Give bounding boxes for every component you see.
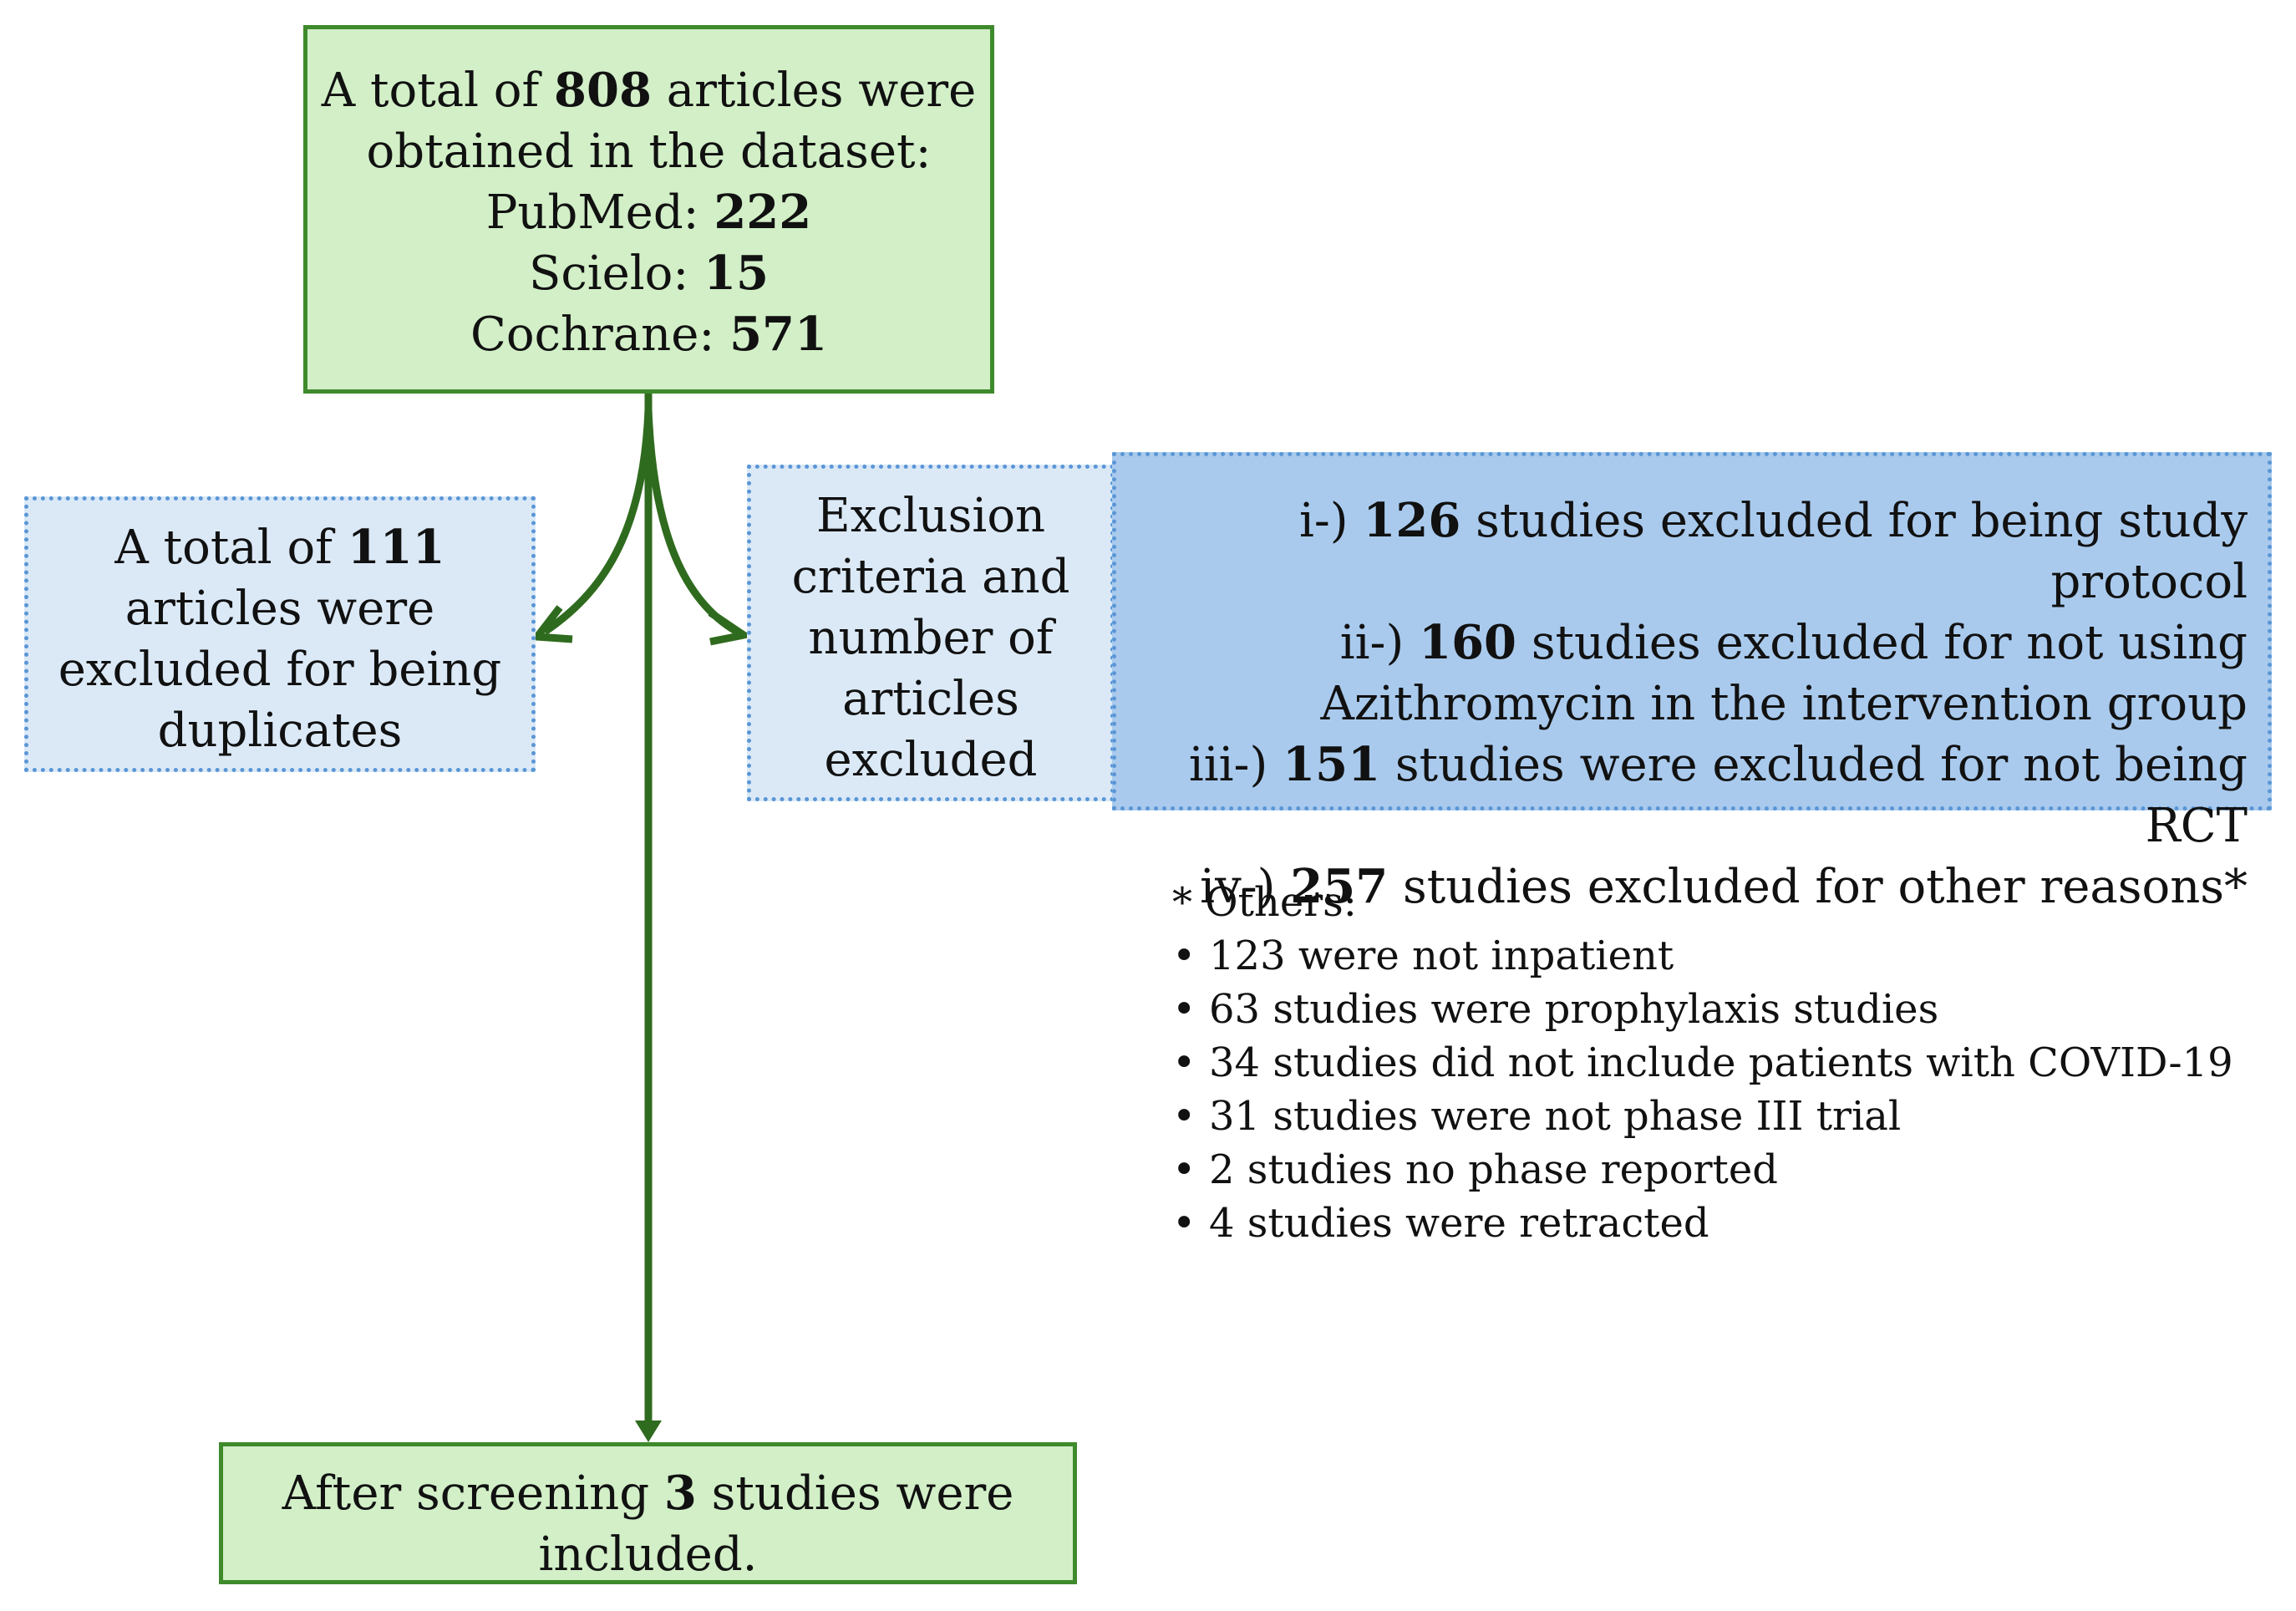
bullet-icon: •: [1172, 1039, 1196, 1086]
scielo-count: 15: [704, 246, 769, 301]
main-arrow-head: [635, 1420, 662, 1442]
duplicates-count: 111: [347, 520, 445, 575]
dataset-line: obtained in the dataset:: [366, 125, 932, 179]
cochrane-count: 571: [729, 307, 827, 362]
left-branch-arrow: [542, 409, 653, 635]
total-articles-count: 808: [554, 63, 652, 118]
list-item: •4 studies were retracted: [1172, 1197, 2233, 1250]
included-studies-box: After screening 3 studies were included.: [219, 1442, 1077, 1584]
total-articles-line: A total of 808 articles were: [321, 63, 977, 118]
list-item: •2 studies no phase reported: [1172, 1143, 2233, 1197]
pubmed-line: PubMed: 222: [485, 185, 812, 240]
list-item: •31 studies were not phase III trial: [1172, 1090, 2233, 1143]
exclusion-criteria-label-box: Exclusion criteria and number of article…: [747, 465, 1115, 801]
reason-2: ii-) 160 studies excluded for not using: [1339, 615, 2248, 670]
reason-2-continued: Azithromycin in the intervention group: [1320, 677, 2248, 731]
scielo-line: Scielo: 15: [528, 246, 769, 301]
duplicates-box: A total of 111 articles were excluded fo…: [24, 496, 536, 772]
right-branch-arrowhead: [708, 609, 754, 646]
other-reasons-title: * Others:: [1172, 879, 1357, 926]
identification-box: A total of 808 articles were obtained in…: [303, 25, 994, 394]
bullet-icon: •: [1172, 933, 1196, 979]
included-count: 3: [663, 1466, 697, 1521]
reason-4: iv-) 257 studies excluded for other reas…: [1200, 859, 2248, 914]
bullet-icon: •: [1172, 1200, 1196, 1247]
bullet-icon: •: [1172, 986, 1196, 1033]
right-branch-arrow: [644, 409, 739, 635]
list-item: •34 studies did not include patients wit…: [1172, 1036, 2233, 1090]
list-item: •123 were not inpatient: [1172, 929, 2233, 983]
pubmed-count: 222: [714, 185, 812, 240]
bullet-icon: •: [1172, 1146, 1196, 1193]
other-reasons-note: * Others: •123 were not inpatient •63 st…: [1172, 876, 2233, 1250]
left-branch-arrowhead: [530, 605, 573, 643]
bullet-icon: •: [1172, 1093, 1196, 1140]
reason-1: i-) 126 studies excluded for being study…: [1298, 493, 2248, 609]
reason-3: iii-) 151 studies were excluded for not …: [1188, 737, 2248, 853]
list-item: •63 studies were prophylaxis studies: [1172, 983, 2233, 1036]
cochrane-line: Cochrane: 571: [470, 307, 827, 362]
exclusion-reasons-box: i-) 126 studies excluded for being study…: [1112, 452, 2272, 914]
